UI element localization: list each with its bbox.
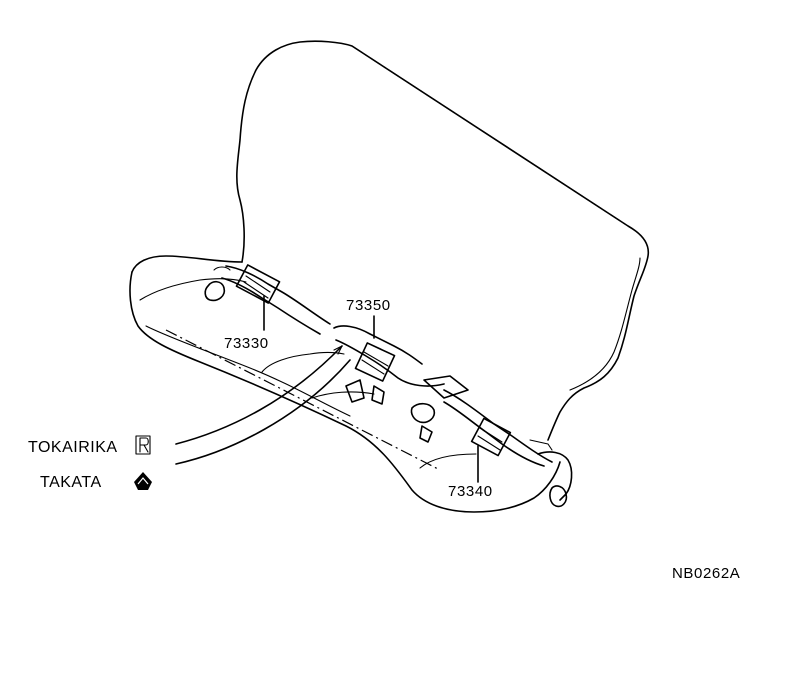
legend-takata: TAKATA — [40, 474, 102, 491]
part-number-right: 73340 — [448, 483, 493, 500]
figure-id: NB0262A — [672, 565, 740, 582]
arrowhead — [333, 345, 343, 355]
right-seat-belt — [443, 389, 573, 508]
seat-back — [236, 40, 650, 441]
takata-logo — [134, 472, 152, 490]
tokairika-arrow — [175, 345, 343, 445]
takata-arrow — [175, 359, 351, 465]
left-seat-belt — [204, 264, 331, 335]
seat-cushion — [129, 255, 561, 513]
legend-tokairika: TOKAIRIKA — [28, 439, 118, 456]
center-seat-belt — [333, 315, 469, 443]
part-number-left: 73330 — [224, 335, 269, 352]
part-number-center: 73350 — [346, 297, 391, 314]
tokairika-logo — [135, 435, 151, 455]
